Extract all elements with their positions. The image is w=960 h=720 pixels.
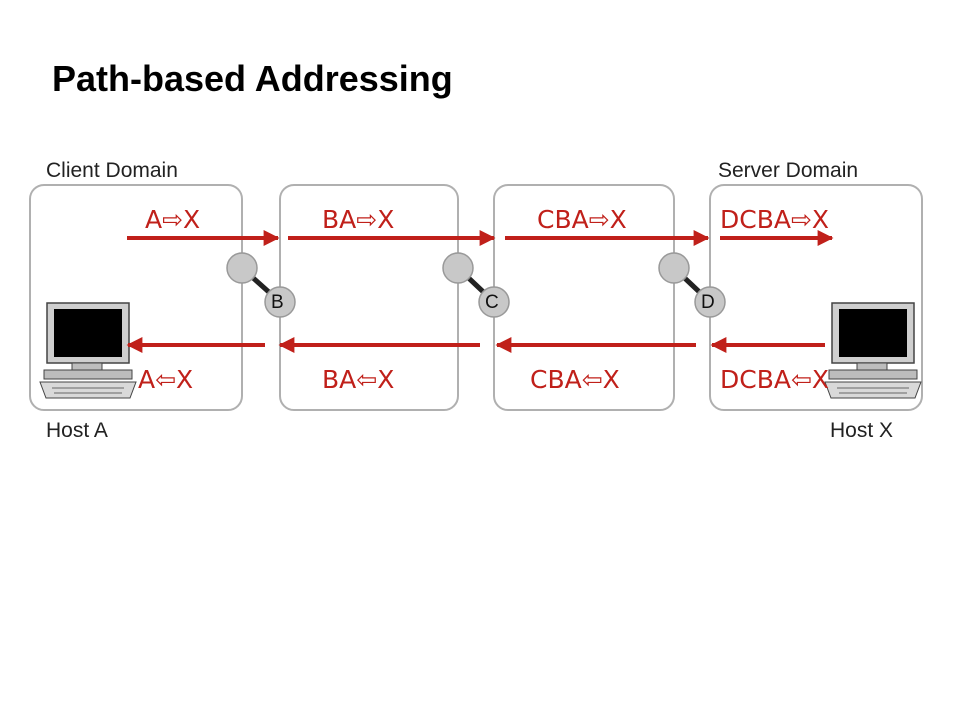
computer-icon-host-x — [824, 302, 922, 399]
reverse-route-label-2: BA⇦X — [322, 365, 394, 394]
page-title: Path-based Addressing — [52, 58, 453, 99]
client-domain-label: Client Domain — [46, 159, 178, 182]
node-label-d: D — [701, 292, 715, 313]
router-b: B — [226, 252, 296, 318]
forward-route-label-2: BA⇨X — [322, 205, 394, 234]
node-label-b: B — [271, 292, 284, 313]
node-label-c: C — [485, 292, 499, 313]
forward-route-label-1: A⇨X — [145, 205, 200, 234]
computer-icon-host-a — [39, 302, 137, 399]
router-c: C — [442, 252, 510, 318]
reverse-route-label-1: A⇦X — [138, 365, 193, 394]
host-x-label: Host X — [830, 419, 893, 442]
router-d: D — [658, 252, 726, 318]
reverse-route-label-4: DCBA⇦X — [720, 365, 829, 394]
forward-route-label-4: DCBA⇨X — [720, 205, 829, 234]
forward-route-label-3: CBA⇨X — [537, 205, 627, 234]
server-domain-label: Server Domain — [718, 159, 858, 182]
reverse-route-label-3: CBA⇦X — [530, 365, 620, 394]
host-a-label: Host A — [46, 419, 108, 442]
domain-box-client — [29, 184, 243, 411]
